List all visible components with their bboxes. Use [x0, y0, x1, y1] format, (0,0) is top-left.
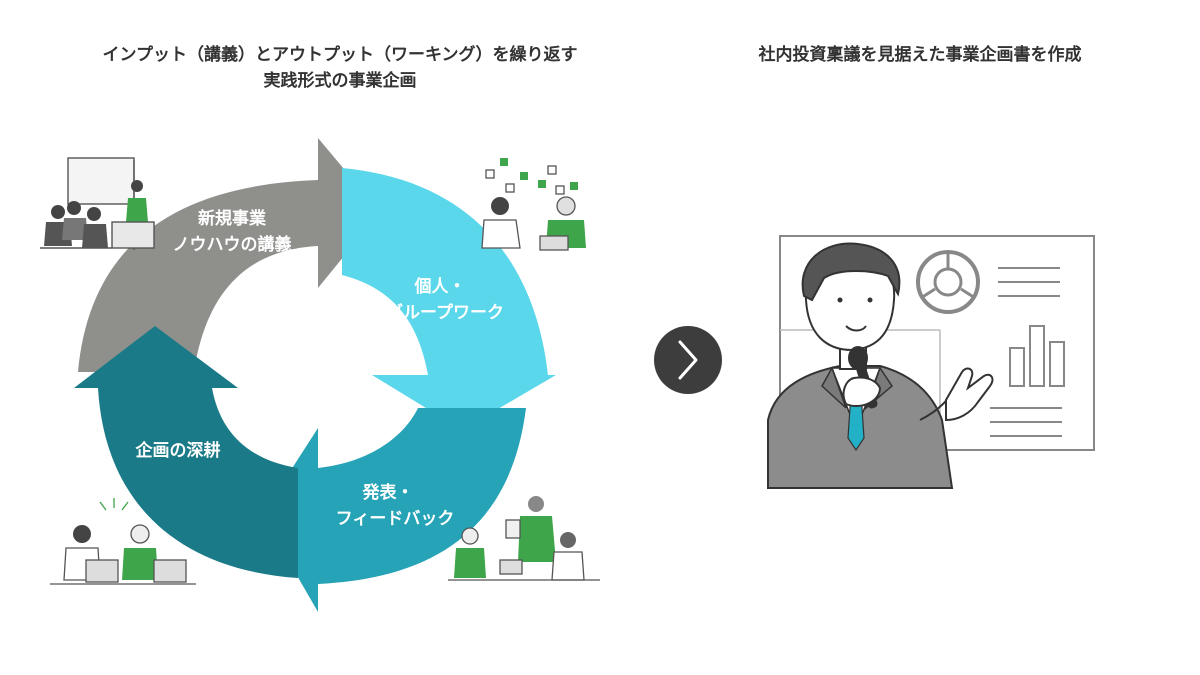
lecture-illustration — [40, 157, 155, 250]
cycle-label-feedback-2: フィードバック — [336, 509, 455, 529]
cycle-label-work-1: 個人・ — [414, 276, 466, 297]
right-heading: 社内投資稟議を見据えた事業企画書を作成 — [758, 45, 1082, 65]
cycle-label-lecture-2: ノウハウの講義 — [173, 234, 292, 255]
presenter-with-microphone-illustration — [767, 235, 1095, 489]
workshop-illustration — [481, 158, 586, 251]
next-arrow-button[interactable] — [654, 326, 722, 394]
cycle-segment-lecture — [78, 138, 380, 372]
cycle-segment-work — [342, 168, 556, 430]
presentation-illustration — [448, 496, 600, 581]
cycle-label-lecture-1: 新規事業 — [198, 208, 266, 229]
cycle-segment-feedback — [262, 408, 526, 612]
chevron-right-icon — [678, 340, 698, 380]
cycle-label-feedback-1: 発表・ — [362, 482, 414, 503]
cycle-label-deepening: 企画の深耕 — [135, 440, 221, 461]
team-laptop-illustration — [50, 498, 196, 585]
left-heading-line1: インプット（講義）とアウトプット（ワーキング）を繰り返す — [102, 45, 578, 65]
cycle-segment-deepening — [74, 326, 298, 578]
cycle-label-work-2: グループワーク — [386, 302, 504, 323]
left-heading-line2: 実践形式の事業企画 — [263, 71, 417, 91]
left-heading: インプット（講義）とアウトプット（ワーキング）を繰り返す 実践形式の事業企画 — [60, 42, 620, 94]
cycle-diagram: 新規事業 ノウハウの講義 個人・ グループワーク 発表・ フィードバック 企画の… — [74, 138, 556, 612]
